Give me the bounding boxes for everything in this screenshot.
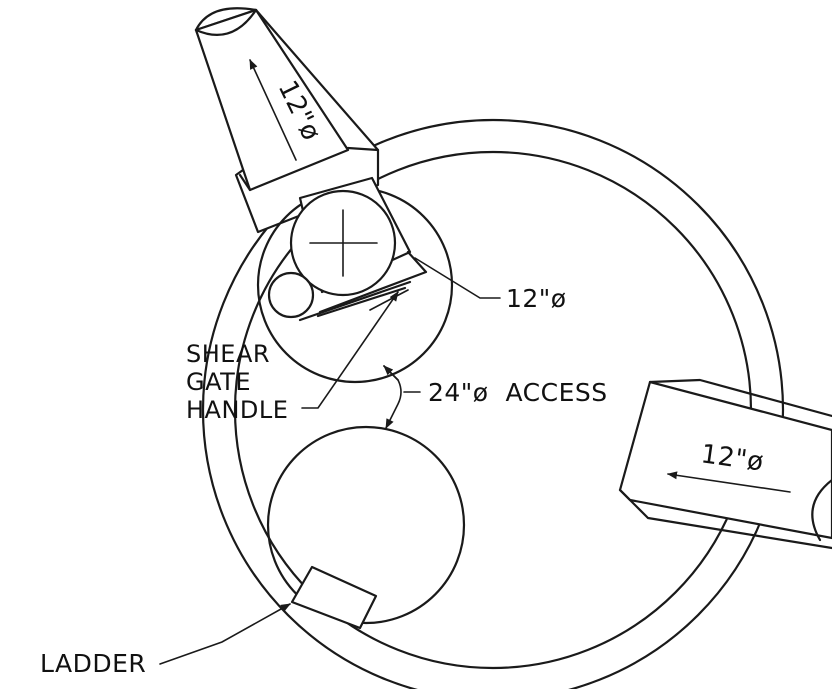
label-valve-size: 12"ø [506,284,567,313]
manhole-outer-wall [201,118,785,689]
leader-shear-gate [301,291,399,409]
leader-ladder [159,603,291,665]
label-shear-gate-2: GATE [186,368,251,396]
outlet-pipe-right [618,378,832,550]
leader-valve-size [414,257,501,299]
label-access: 24"ø ACCESS [428,378,608,407]
flow-arrow-right [667,471,791,493]
shear-gate-valve [267,176,428,322]
label-shear-gate-1: SHEAR [186,340,270,368]
lower-access-opening [266,425,466,625]
flow-arrow-top [249,59,297,161]
label-shear-gate-3: HANDLE [186,396,288,424]
ladder [290,565,378,630]
inlet-pipe-top [194,7,380,234]
label-ladder: LADDER [40,649,146,678]
